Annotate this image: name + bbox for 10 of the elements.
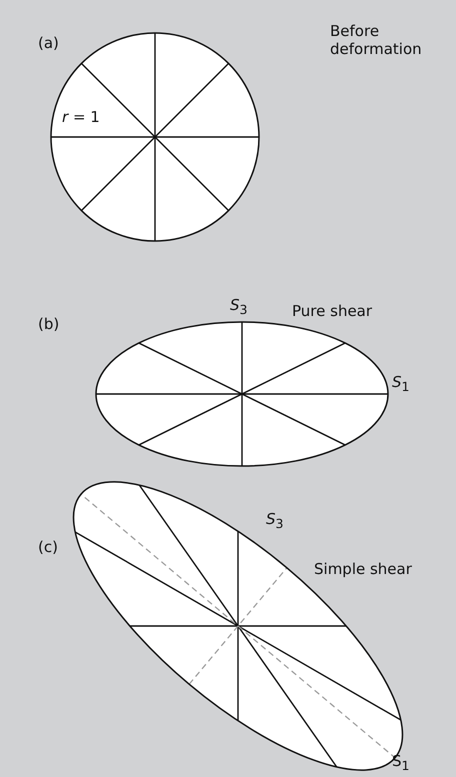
caption: Pure shear	[292, 302, 372, 320]
caption: Before deformation	[330, 22, 423, 58]
axis-label: S$_{1}$	[392, 373, 410, 394]
radius-label: r = 1	[62, 108, 100, 126]
axis-label: S$_{3}$	[230, 296, 248, 317]
panel-label: (b)	[38, 315, 60, 333]
caption: Simple shear	[314, 560, 412, 578]
axis-label: S$_{3}$	[266, 510, 284, 531]
panel-label: (c)	[38, 538, 58, 556]
panel-label: (a)	[38, 34, 59, 52]
